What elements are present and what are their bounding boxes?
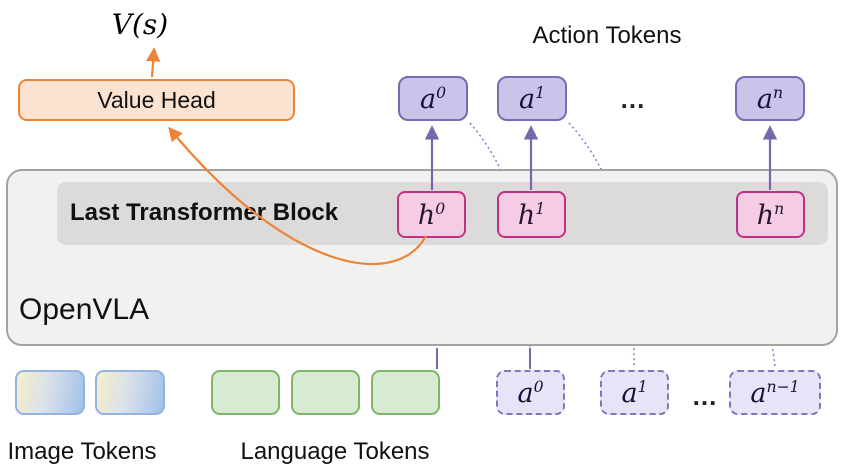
- hidden-state-hn: hn: [736, 191, 805, 238]
- hidden-state-h1-label: h1: [517, 198, 546, 231]
- value-head-box: Value Head: [18, 79, 295, 121]
- openvla-label: OpenVLA: [19, 293, 150, 326]
- hidden-state-h1: h1: [497, 191, 566, 238]
- language-token-1: [211, 370, 280, 415]
- action-tokens-ellipsis: ...: [620, 84, 646, 114]
- hidden-state-h0-label: h0: [417, 198, 446, 231]
- action-token-a1: a1: [497, 76, 567, 121]
- last-transformer-block-label: Last Transformer Block: [70, 199, 339, 226]
- action-tokens-heading: Action Tokens: [532, 22, 682, 49]
- input-action-a0: a0: [496, 370, 565, 415]
- input-actions-ellipsis: ...: [692, 381, 718, 411]
- language-token-2: [291, 370, 360, 415]
- input-action-a1-label: a1: [621, 376, 648, 409]
- action-token-an-label: an: [756, 82, 784, 115]
- hidden-state-h0: h0: [397, 191, 466, 238]
- action-token-a0: a0: [398, 76, 468, 121]
- image-tokens-label: Image Tokens: [7, 438, 157, 465]
- input-action-a1: a1: [600, 370, 669, 415]
- hidden-state-hn-label: hn: [756, 198, 785, 231]
- action-token-an: an: [735, 76, 805, 121]
- action-token-a1-label: a1: [518, 82, 546, 115]
- value-output-label: V(s): [111, 8, 169, 41]
- language-token-3: [371, 370, 440, 415]
- action-token-a0-label: a0: [419, 82, 447, 115]
- input-action-an1-label: an−1: [750, 376, 800, 409]
- image-token-1: [15, 370, 85, 415]
- input-action-an1: an−1: [729, 370, 821, 415]
- value-head-label: Value Head: [97, 86, 216, 113]
- input-action-a0-label: a0: [517, 376, 544, 409]
- image-token-2: [95, 370, 165, 415]
- valuehead-to-vs-arrow: [146, 47, 161, 78]
- language-tokens-label: Language Tokens: [240, 438, 430, 465]
